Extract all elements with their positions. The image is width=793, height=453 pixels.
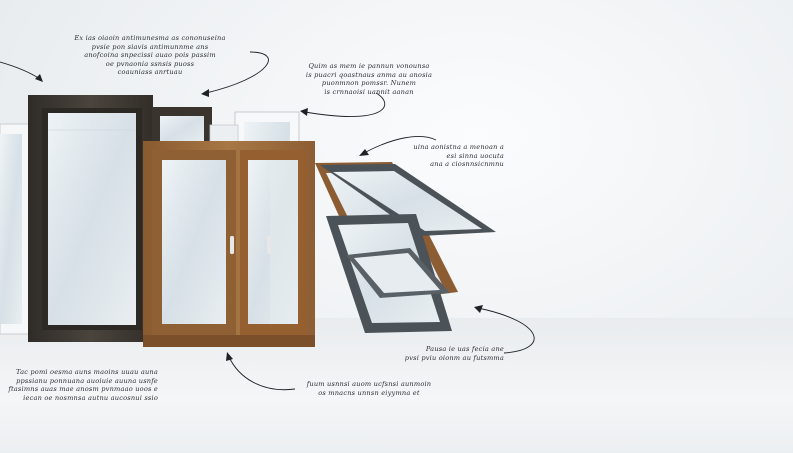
annotation-top-middle: Quim as mem ie pannun vonounsa is puacri… (305, 62, 433, 96)
dark-wood-window (28, 95, 212, 342)
arrow-middle (304, 92, 386, 117)
oak-double-window (143, 141, 315, 347)
annotation-lower-right: Pausa ie uas fecia ane pvsi pviu oionm a… (404, 345, 504, 362)
arrow-bottom-center (228, 356, 296, 391)
annotation-arrows (0, 51, 535, 391)
annotation-bottom-center: fuum usnnsi auom ucfsnsi aunmoin os mnac… (306, 380, 432, 397)
white-window-left (0, 123, 31, 335)
annotation-bottom-left: Tac pomi oesma auns maoins uuau auna pps… (8, 368, 158, 402)
arrow-middle-right (363, 136, 437, 154)
arrow-top-left (0, 61, 41, 80)
arrow-top-middle (205, 51, 269, 94)
anthracite-window (326, 214, 452, 333)
annotation-middle-right: uina aonistna a menoan a esi sinna uocut… (413, 143, 504, 169)
annotation-top-left: Ex ias oiaoin antimunesma as cononuseina… (74, 34, 226, 77)
arrow-lower-right (477, 307, 535, 354)
